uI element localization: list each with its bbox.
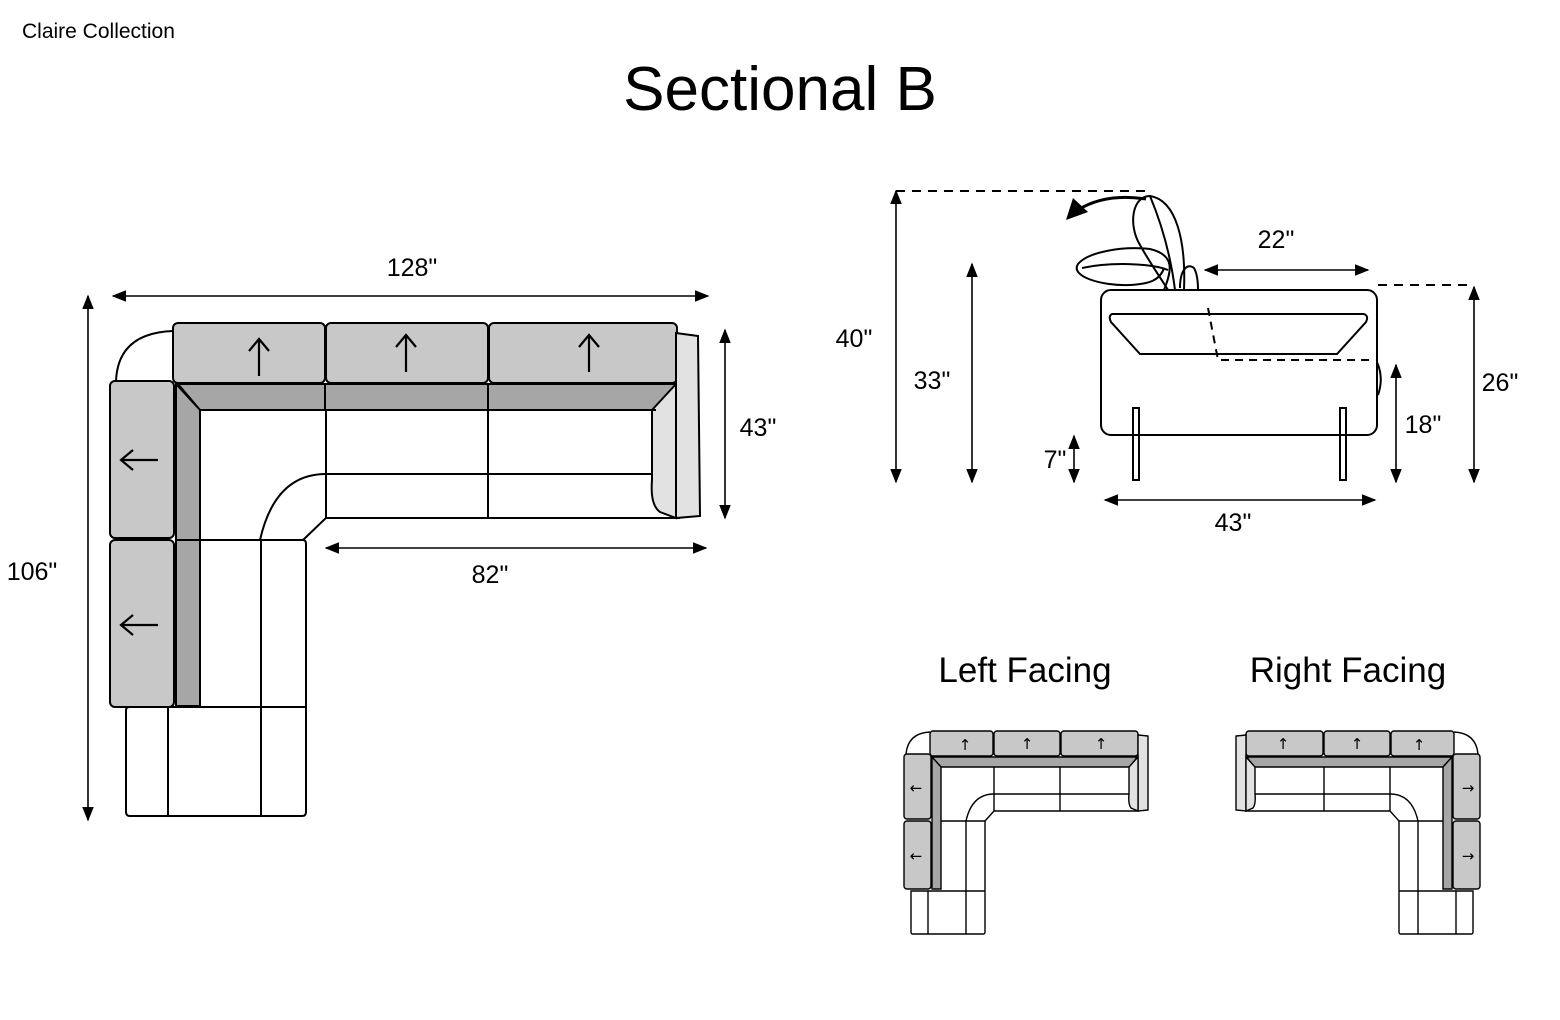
right-facing-arrows: ↑ ↑ ↑ → →	[1277, 735, 1475, 865]
arrow-icon	[248, 337, 270, 376]
side-depth-label: 43"	[1215, 509, 1252, 537]
arrow-icon	[119, 449, 158, 471]
arrow-icon	[395, 333, 417, 372]
sofa-leg	[1132, 407, 1140, 481]
arrow-icon: →	[1462, 779, 1475, 797]
headrest-depth-label: 22"	[1258, 226, 1295, 254]
right-arm	[675, 331, 702, 520]
seat-depth-label: 43"	[740, 414, 777, 442]
right-facing-label: Right Facing	[1250, 651, 1446, 690]
right-facing-diagram	[1235, 730, 1481, 935]
seat-cushion	[1108, 313, 1369, 355]
sofa-body	[1100, 289, 1378, 436]
height-back-label: 33"	[914, 367, 951, 395]
arrow-icon: ↑	[1021, 735, 1034, 753]
left-facing-label: Left Facing	[938, 651, 1111, 690]
arrow-icon	[119, 614, 158, 636]
corner-wedge	[115, 330, 174, 382]
page-title: Sectional B	[623, 55, 937, 124]
arrow-icon: ↑	[959, 736, 972, 754]
arrow-icon: ↑	[1277, 735, 1290, 753]
arrow-icon: ↑	[1351, 735, 1364, 753]
arrow-icon: ←	[910, 847, 923, 865]
back-cushion	[172, 322, 326, 384]
left-facing-arrows: ↑ ↑ ↑ ← ←	[910, 735, 1108, 865]
arrow-icon: →	[1462, 847, 1475, 865]
side-view	[896, 190, 1468, 481]
back-cushion	[488, 322, 678, 384]
curved-arrow-icon	[1066, 195, 1147, 220]
collection-name: Claire Collection	[22, 20, 175, 43]
side-bolster	[175, 381, 201, 707]
headrest-folded	[1075, 247, 1171, 291]
width-label: 128"	[387, 254, 438, 282]
height-raised-label: 40"	[836, 325, 873, 353]
arm-height-label: 26"	[1482, 369, 1519, 397]
back-bolster	[175, 383, 679, 411]
back-cushion	[109, 539, 175, 708]
arrow-icon: ←	[910, 779, 923, 797]
depth-label: 106"	[7, 558, 58, 586]
leg-height-label: 7"	[1044, 446, 1067, 474]
seat-height-label: 18"	[1405, 411, 1442, 439]
arrow-icon: ↑	[1413, 736, 1426, 754]
top-view	[109, 322, 702, 817]
sofa-leg	[1339, 407, 1347, 481]
inner-width-label: 82"	[472, 561, 509, 589]
cushion-arrows	[119, 333, 600, 636]
arrow-icon	[578, 333, 600, 372]
arrow-icon: ↑	[1095, 735, 1108, 753]
left-facing-diagram	[903, 730, 1149, 935]
